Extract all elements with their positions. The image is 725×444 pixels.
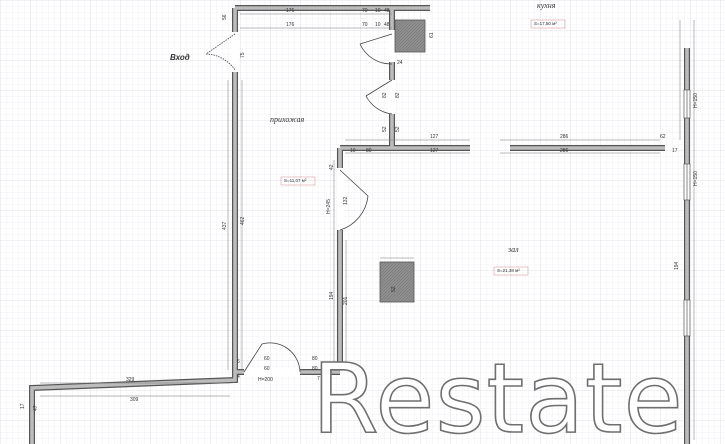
dim-label: 201 [343, 296, 349, 305]
dim-label: 80 [312, 366, 318, 372]
dim-label: 7 [317, 376, 320, 382]
dim-label: 286 [560, 148, 569, 154]
kitchen-door [359, 33, 393, 65]
dim-label: 82 [395, 92, 401, 98]
kitchen-name: кухня [537, 1, 556, 10]
dim-label: 127 [430, 148, 439, 154]
dimension-lines [40, 13, 695, 440]
dim-label: 48 [384, 8, 390, 14]
dim-label: 462 [240, 216, 246, 225]
entrance-label: Вход [170, 53, 190, 62]
kitchen-column [394, 19, 426, 53]
dim-label: 437 [222, 221, 228, 230]
dim-label: 4 [237, 374, 240, 380]
dim-label: 70 [362, 8, 368, 14]
watermark: Restate [311, 342, 684, 444]
dim-label: 194 [329, 291, 335, 300]
lower-door [243, 342, 301, 373]
dim-label: H=245 [326, 199, 332, 214]
dim-label: 48 [384, 22, 390, 28]
living-area: S=21,38 м² [497, 268, 520, 273]
dim-label: 10 [375, 8, 381, 14]
kitchen-door-lower [365, 79, 393, 115]
dimension-labels: 176 70 10 48 176 70 10 48 61 24 82 82 52… [20, 8, 699, 411]
dim-label: 52 [395, 126, 401, 132]
dim-label: 176 [286, 22, 295, 28]
dim-label: 194 [674, 261, 680, 270]
windows [683, 89, 691, 337]
hall-area: S=11,07 м² [284, 178, 307, 183]
dim-label: 80 [312, 356, 318, 362]
dim-label: 10 [375, 22, 381, 28]
dim-label: 10 [350, 148, 356, 154]
room-labels: кухня S=17,50 м² прихожая S=11,07 м² зал… [170, 1, 566, 276]
hall-column [379, 261, 415, 303]
dim-label: 132 [343, 196, 349, 205]
dim-label: 60 [264, 366, 270, 372]
dim-label: 17 [672, 148, 678, 154]
dim-label: 61 [429, 32, 435, 38]
dim-label: 47 [33, 405, 39, 411]
dim-label: 6 [237, 359, 240, 365]
dim-label: H=200 [258, 377, 273, 383]
dim-label: 329 [126, 377, 135, 383]
dim-label: 286 [560, 134, 569, 140]
dim-label: 17 [20, 403, 26, 409]
dim-label: 62 [660, 134, 666, 140]
columns [379, 19, 426, 303]
dim-label: 60 [264, 356, 270, 362]
dim-label: 70 [362, 22, 368, 28]
watermark-text: Restate [312, 343, 684, 444]
doors [205, 33, 393, 373]
dim-label: 309 [130, 397, 139, 403]
dim-label: 52 [391, 286, 397, 292]
dim-label: 75 [240, 52, 246, 58]
hall-name: прихожая [270, 115, 304, 124]
dim-label: 42 [329, 164, 335, 170]
hall-door [339, 169, 369, 231]
entrance-door [205, 33, 236, 71]
dim-label: 56 [222, 14, 228, 20]
dim-label: 82 [382, 92, 388, 98]
dim-label: H=150 [693, 171, 699, 186]
dim-label: 176 [286, 8, 295, 14]
dim-label: H=150 [693, 93, 699, 108]
dim-label: 52 [382, 126, 388, 132]
dim-label: 80 [366, 148, 372, 154]
dim-label: 127 [430, 134, 439, 140]
living-name: зал [507, 245, 519, 254]
dim-label: 24 [397, 60, 403, 66]
kitchen-area: S=17,50 м² [534, 21, 557, 26]
